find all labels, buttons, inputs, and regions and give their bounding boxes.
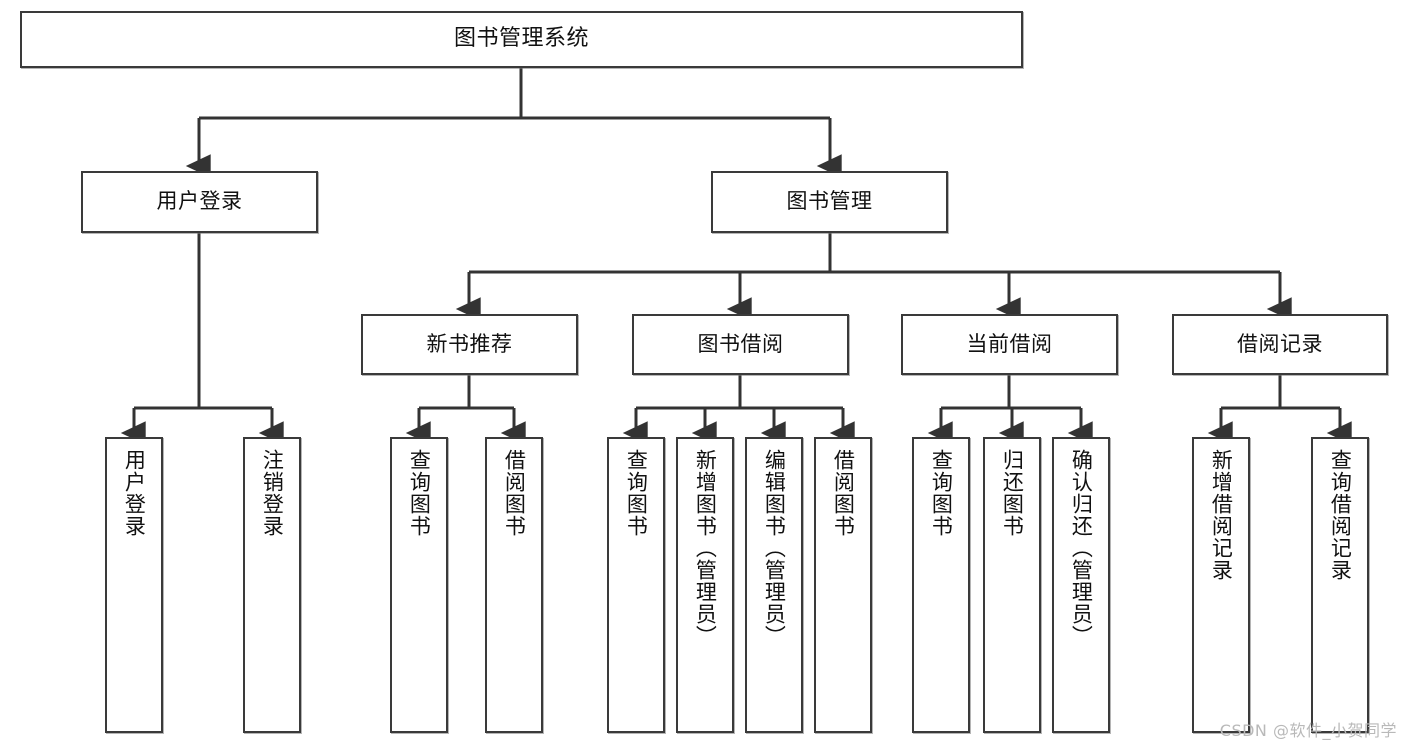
node-leaf-logout[interactable]: 注销登录 [243, 437, 301, 733]
node-leaf-query-book-2[interactable]: 查询图书 [607, 437, 665, 733]
node-leaf-query-book-1[interactable]: 查询图书 [390, 437, 448, 733]
node-leaf-user-login-label: 用户登录 [122, 449, 147, 537]
node-leaf-confirm-return[interactable]: 确认归还（管理员） [1052, 437, 1110, 733]
node-leaf-add-book[interactable]: 新增图书（管理员） [676, 437, 734, 733]
node-book-borrow-label: 图书借阅 [697, 331, 784, 356]
node-new-book-rec-label: 新书推荐 [426, 331, 513, 356]
node-leaf-borrow-book-1-label: 借阅图书 [502, 449, 527, 537]
node-leaf-query-book-2-label: 查询图书 [624, 449, 649, 537]
node-leaf-borrow-book-2[interactable]: 借阅图书 [814, 437, 872, 733]
node-leaf-edit-book[interactable]: 编辑图书（管理员） [745, 437, 803, 733]
node-root[interactable]: 图书管理系统 [20, 11, 1023, 68]
node-book-borrow[interactable]: 图书借阅 [632, 314, 849, 375]
node-leaf-logout-label: 注销登录 [260, 449, 285, 537]
node-current-borrow-label: 当前借阅 [966, 331, 1053, 356]
node-leaf-return-book[interactable]: 归还图书 [983, 437, 1041, 733]
node-borrow-record-label: 借阅记录 [1237, 331, 1323, 356]
node-leaf-add-book-label: 新增图书（管理员） [693, 449, 718, 647]
node-leaf-return-book-label: 归还图书 [1000, 449, 1025, 537]
node-user-login-label: 用户登录 [156, 189, 243, 214]
node-book-manage[interactable]: 图书管理 [711, 171, 948, 233]
node-leaf-user-login[interactable]: 用户登录 [105, 437, 163, 733]
node-leaf-borrow-book-1[interactable]: 借阅图书 [485, 437, 543, 733]
node-leaf-query-book-3-label: 查询图书 [929, 449, 954, 537]
node-leaf-add-record[interactable]: 新增借阅记录 [1192, 437, 1250, 733]
node-new-book-rec[interactable]: 新书推荐 [361, 314, 578, 375]
node-user-login[interactable]: 用户登录 [81, 171, 318, 233]
node-root-label: 图书管理系统 [453, 26, 589, 52]
node-leaf-confirm-return-label: 确认归还（管理员） [1069, 449, 1094, 647]
node-leaf-borrow-book-2-label: 借阅图书 [831, 449, 856, 537]
node-leaf-query-book-1-label: 查询图书 [407, 449, 432, 537]
node-leaf-add-record-label: 新增借阅记录 [1209, 449, 1234, 581]
node-leaf-query-book-3[interactable]: 查询图书 [912, 437, 970, 733]
node-borrow-record[interactable]: 借阅记录 [1172, 314, 1388, 375]
node-book-manage-label: 图书管理 [786, 189, 873, 214]
csdn-watermark: CSDN @软件_小贺同学 [1219, 721, 1397, 740]
node-leaf-query-record[interactable]: 查询借阅记录 [1311, 437, 1369, 733]
node-leaf-query-record-label: 查询借阅记录 [1328, 449, 1353, 581]
node-leaf-edit-book-label: 编辑图书（管理员） [762, 449, 787, 647]
node-current-borrow[interactable]: 当前借阅 [901, 314, 1118, 375]
